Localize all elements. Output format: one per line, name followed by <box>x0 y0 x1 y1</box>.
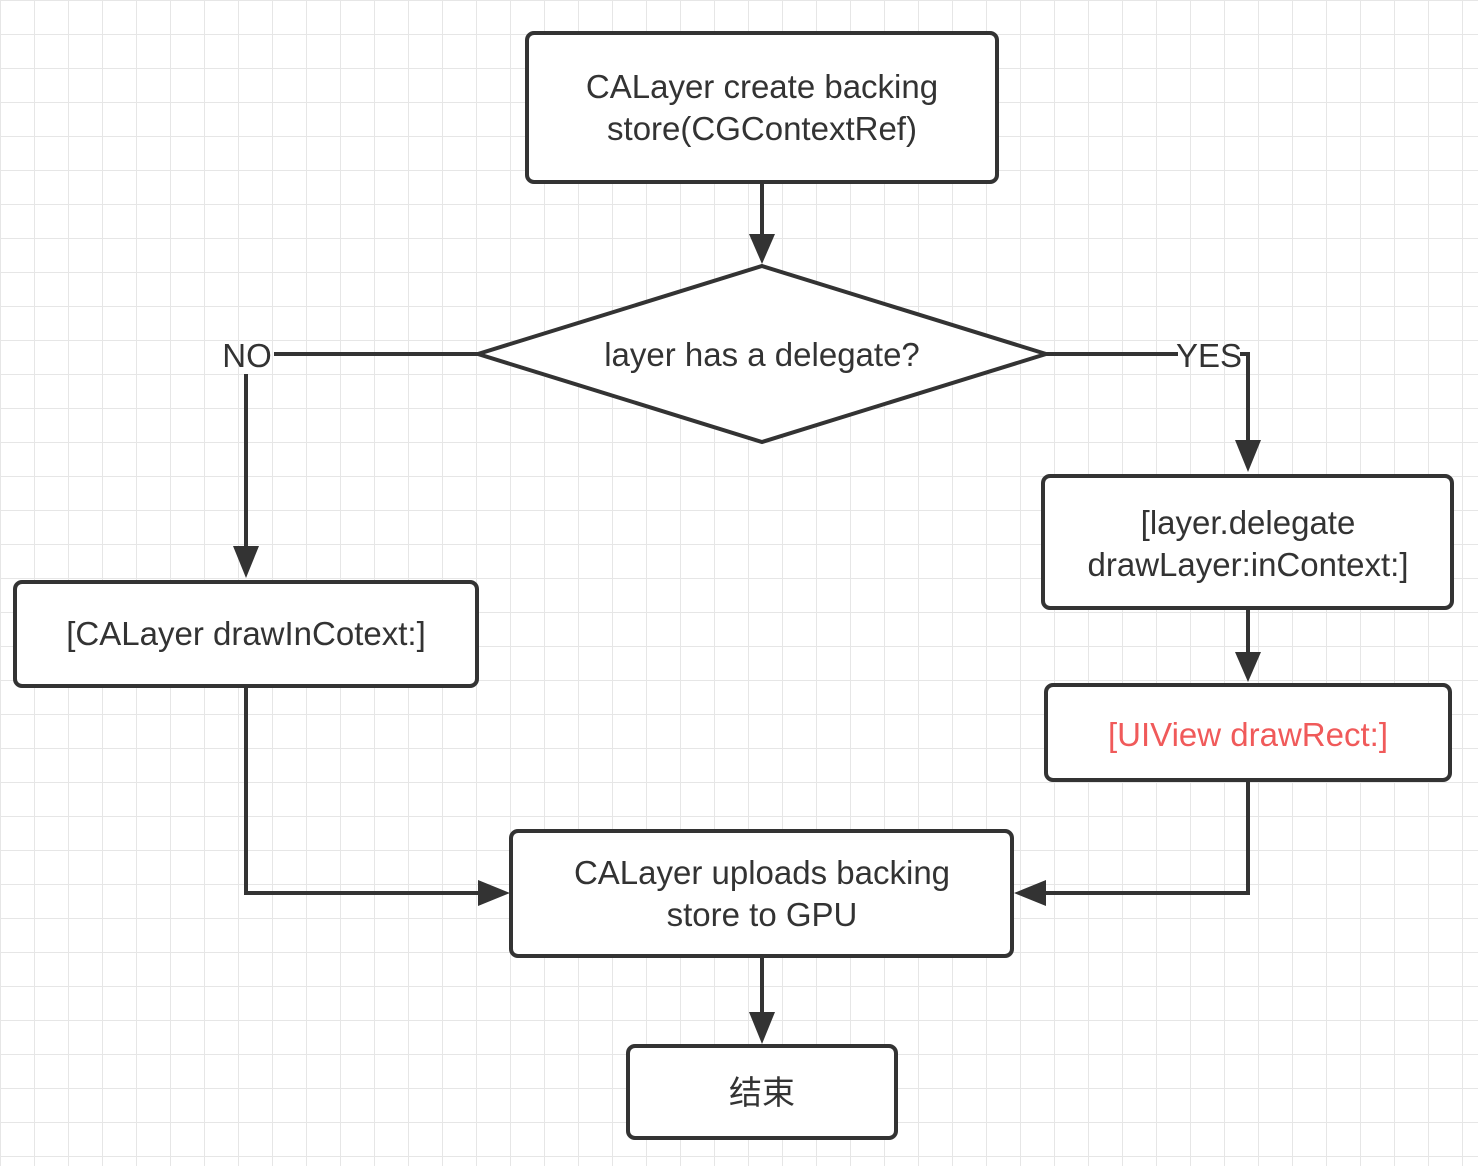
upload-backing-store-box <box>509 829 1014 958</box>
edges <box>233 182 1261 1044</box>
has-delegate-text: layer has a delegate? <box>604 336 920 373</box>
node-upload-backing-store: CALayer uploads backing store to GPU <box>509 829 1014 958</box>
delegate-draw-layer-box <box>1041 474 1454 610</box>
upload-backing-store-line-2: store to GPU <box>667 896 858 933</box>
node-uiview-draw-rect: [UIView drawRect:] <box>1044 683 1452 782</box>
delegate-draw-layer-line-1: [layer.delegate <box>1141 504 1356 541</box>
node-has-delegate-decision: layer has a delegate? <box>471 263 1053 445</box>
node-delegate-draw-layer: [layer.delegate drawLayer:inContext:] <box>1041 474 1454 610</box>
delegate-draw-layer-line-2: drawLayer:inContext:] <box>1088 546 1409 583</box>
create-backing-store-line-1: CALayer create backing <box>586 68 938 105</box>
node-end: 结束 <box>626 1044 898 1140</box>
edge-label-yes: YES <box>1176 337 1242 374</box>
has-delegate-diamond <box>471 263 1053 445</box>
end-text: 结束 <box>729 1074 795 1111</box>
upload-backing-store-line-1: CALayer uploads backing <box>574 854 950 891</box>
draw-in-context-text: [CALayer drawInCotext:] <box>66 615 426 652</box>
edge-yes-to-delegate <box>1240 352 1250 444</box>
arrowhead-drawincontext <box>233 546 259 578</box>
create-backing-store-line-2: store(CGContextRef) <box>607 110 917 147</box>
end-box <box>626 1044 898 1140</box>
uiview-draw-rect-text: [UIView drawRect:] <box>1108 716 1388 753</box>
arrowhead-upload-left <box>478 880 510 906</box>
arrowhead-drawrect <box>1235 652 1261 682</box>
uiview-draw-rect-box <box>1044 683 1452 782</box>
arrowhead-decision <box>749 234 775 264</box>
draw-in-context-box <box>13 580 479 688</box>
arrowhead-upload-right <box>1014 880 1046 906</box>
arrowhead-delegate <box>1235 440 1261 472</box>
node-draw-in-context: [CALayer drawInCotext:] <box>13 580 479 688</box>
node-create-backing-store: CALayer create backing store(CGContextRe… <box>525 31 999 184</box>
create-backing-store-box <box>525 31 999 184</box>
edge-drawrect-to-upload <box>1042 780 1250 895</box>
edge-drawincontext-to-upload <box>244 686 482 895</box>
arrowhead-end <box>749 1012 775 1044</box>
edge-label-no: NO <box>222 337 272 374</box>
